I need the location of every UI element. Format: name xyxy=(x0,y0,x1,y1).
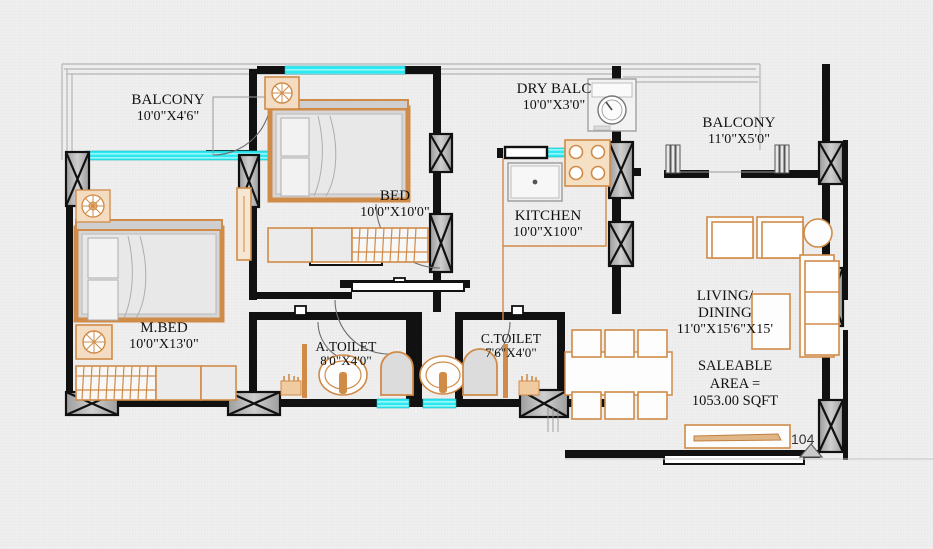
room-name: C.TOILET xyxy=(480,331,542,346)
room-label-master-bed: M.BED 10'0"X13'0" xyxy=(109,320,219,352)
balcony-right-mullions xyxy=(665,144,790,174)
room-name-line2: DINING xyxy=(698,304,752,321)
wash-basin-a xyxy=(302,344,307,398)
toilet-c-hatch-lines xyxy=(547,408,559,432)
room-label-kitchen: KITCHEN 10'0"X10'0" xyxy=(489,208,607,240)
room-label-balcony-right: BALCONY 11'0"X5'0" xyxy=(679,115,799,147)
room-label-living-dining: LIVING/ DINING 11'0"X15'6"X15' xyxy=(661,288,789,337)
room-name: A.TOILET xyxy=(315,339,377,354)
armchair-1 xyxy=(706,216,754,259)
room-label-common-toilet: C.TOILET 7'6"X4'0" xyxy=(461,331,561,361)
room-dimensions: 11'0"X15'6"X15' xyxy=(676,321,774,337)
kitchen-counter xyxy=(502,158,607,320)
unit-number-label: 104 xyxy=(791,431,815,447)
room-label-dry-balcony: DRY BALC 10'0"X3'0" xyxy=(494,81,614,113)
washing-machine xyxy=(587,78,637,132)
planter-1 xyxy=(280,374,302,396)
room-dimensions: 8'0"X4'0" xyxy=(320,353,372,369)
room-dimensions: 11'0"X5'0" xyxy=(707,131,771,147)
room-dimensions: 10'0"X10'0" xyxy=(513,224,583,240)
room-name: DRY BALC xyxy=(516,81,592,97)
room-dimensions: 10'0"X4'6" xyxy=(136,108,200,124)
double-bed-master xyxy=(73,219,225,323)
side-table-master xyxy=(75,324,113,360)
room-name-line1: LIVING/ xyxy=(696,288,754,304)
saleable-line-2: AREA = xyxy=(709,375,761,392)
tv-console xyxy=(684,424,791,449)
room-dimensions: 10'0"X10'0" xyxy=(360,204,430,220)
ceiling-fan-master xyxy=(75,189,111,223)
entry-direction-marker xyxy=(798,443,824,458)
saleable-line-1: SALEABLE xyxy=(697,358,773,374)
sofa-three-seater xyxy=(799,254,840,358)
dressing-table xyxy=(236,187,252,261)
planter-2 xyxy=(518,374,540,396)
armchair-2 xyxy=(756,216,804,259)
shower-a xyxy=(380,351,414,396)
room-label-attached-toilet: A.TOILET 8'0"X4'0" xyxy=(296,339,396,369)
room-label-balcony-left: BALCONY 10'0"X4'6" xyxy=(88,92,248,124)
window-toilet-a xyxy=(376,398,410,409)
wardrobe-secondary xyxy=(267,227,429,263)
wash-basin-c xyxy=(503,344,508,398)
double-bed-secondary xyxy=(267,99,411,203)
room-name: BALCONY xyxy=(131,92,205,108)
toilet-a-fixtures xyxy=(280,344,414,398)
wardrobe-master xyxy=(75,365,237,401)
room-name: M.BED xyxy=(140,320,188,336)
gas-stove-4-burner xyxy=(564,139,611,187)
kitchen-sink xyxy=(507,162,563,202)
shower-c xyxy=(462,348,498,396)
room-dimensions: 10'0"X13'0" xyxy=(129,336,199,352)
side-table-round xyxy=(803,218,833,248)
room-dimensions: 10'0"X3'0" xyxy=(522,97,586,113)
room-dimensions: 7'6"X4'0" xyxy=(485,345,537,361)
room-name: BALCONY xyxy=(702,115,776,131)
dining-table-six-seater xyxy=(564,329,673,420)
furniture-group xyxy=(73,76,840,449)
centre-table xyxy=(751,293,791,350)
window-toilet-c xyxy=(422,398,457,409)
saleable-area-note: SALEABLE AREA = 1053.00 SQFT xyxy=(670,358,800,411)
room-label-bed: BED 10'0"X10'0" xyxy=(330,188,460,220)
room-name: KITCHEN xyxy=(514,208,582,224)
saleable-line-3: 1053.00 SQFT xyxy=(691,393,779,410)
side-table-secondary xyxy=(264,76,300,110)
toilet-c-fixtures xyxy=(419,344,540,398)
window-bed-top xyxy=(284,65,406,75)
door-bed-corridor xyxy=(334,299,390,355)
room-name: BED xyxy=(379,188,411,204)
